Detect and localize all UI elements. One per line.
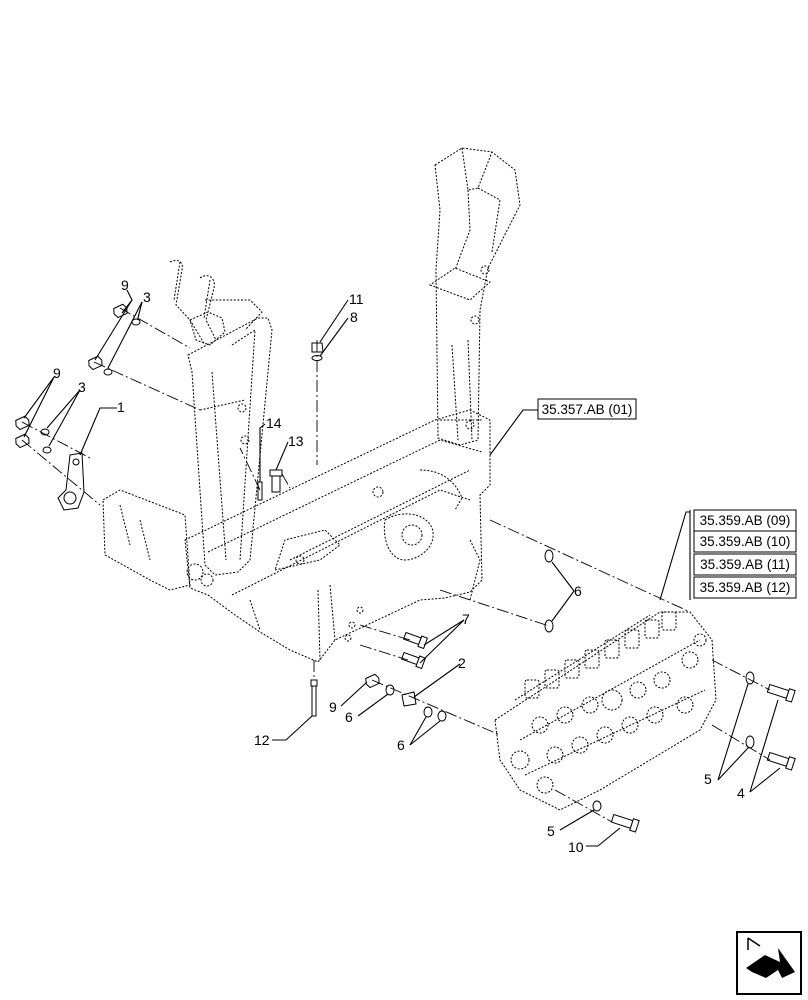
callout-3: 3 <box>78 379 86 395</box>
callout-6: 6 <box>345 709 353 725</box>
leader-lines <box>23 289 781 847</box>
callout-1: 1 <box>117 399 125 415</box>
callout-11: 11 <box>349 291 364 307</box>
valve-reference-group: 35.359.AB (09) 35.359.AB (10) 35.359.AB … <box>689 509 797 600</box>
callout-9: 9 <box>53 365 61 381</box>
callout-3: 3 <box>143 289 151 305</box>
frame-reference-label[interactable]: 35.357.AB (01) <box>542 402 633 417</box>
callout-12: 12 <box>254 732 270 748</box>
callout-10: 10 <box>568 839 584 855</box>
valve-spool-caps <box>524 611 677 699</box>
callout-6: 6 <box>574 583 582 599</box>
valve-reference-label[interactable]: 35.359.AB (09) <box>700 513 791 528</box>
control-valve-block <box>494 611 717 811</box>
callout-13: 13 <box>288 433 304 449</box>
link-plate <box>57 452 85 511</box>
callout-8: 8 <box>350 309 358 325</box>
callout-9: 9 <box>121 277 129 293</box>
callout-14: 14 <box>266 415 282 431</box>
callout-5: 5 <box>704 771 712 787</box>
callout-5: 5 <box>547 823 555 839</box>
valve-reference-label[interactable]: 35.359.AB (10) <box>700 534 791 549</box>
frame-assembly <box>102 147 521 663</box>
valve-ports <box>510 633 707 794</box>
callout-9: 9 <box>329 699 337 715</box>
assembly-centerlines <box>21 307 771 823</box>
callout-7: 7 <box>462 611 470 627</box>
callout-2: 2 <box>458 655 466 671</box>
callout-labels: 9 3 9 3 1 11 8 14 13 6 7 2 9 6 6 12 5 4 … <box>53 277 745 855</box>
callout-6: 6 <box>397 737 405 753</box>
frame-reference[interactable]: 35.357.AB (01) <box>537 398 637 420</box>
previous-page-arrow-icon[interactable] <box>736 931 802 995</box>
valve-reference-label[interactable]: 35.359.AB (11) <box>700 557 790 572</box>
callout-4: 4 <box>737 785 745 801</box>
valve-reference-label[interactable]: 35.359.AB (12) <box>700 580 791 595</box>
